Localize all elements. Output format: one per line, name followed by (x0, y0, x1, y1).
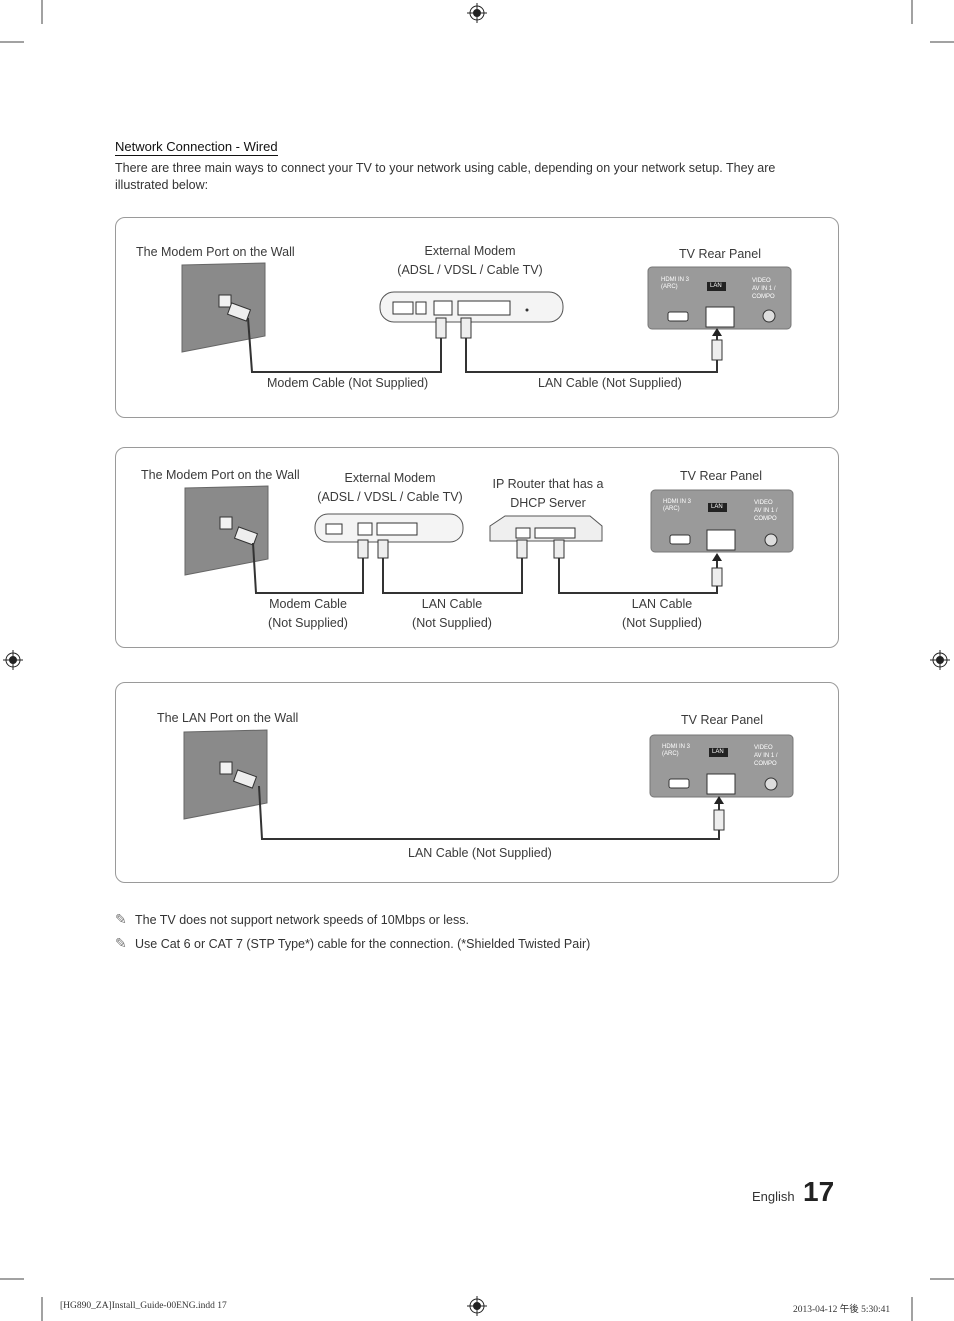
lan-cable-label-line1: LAN Cable (631, 597, 693, 611)
slug-right: 2013-04-12 午後 5:30:41 (793, 1305, 891, 1315)
registration-mark-icon (467, 3, 487, 23)
note-item: ✎ The TV does not support network speeds … (115, 911, 469, 928)
wall-label: The Modem Port on the Wall (136, 245, 295, 259)
modem-cable-label-line2: (Not Supplied) (268, 616, 348, 630)
modem-label-line1: External Modem (424, 244, 516, 258)
slug-left: [HG890_ZA]Install_Guide-00ENG.indd 17 (60, 1301, 227, 1311)
router-label-line1: IP Router that has a (492, 477, 604, 491)
modem-label-line1: External Modem (344, 471, 436, 485)
tv-hdmi-label: HDMI IN 3(ARC) (661, 277, 690, 290)
wall-label: The Modem Port on the Wall (141, 468, 300, 482)
footer-language: English (752, 1189, 795, 1204)
tv-rear-panel-label: TV Rear Panel (680, 469, 762, 483)
intro-paragraph: There are three main ways to connect you… (115, 161, 776, 192)
page-number: 17 (803, 1176, 835, 1207)
wall-label: The LAN Port on the Wall (157, 711, 299, 725)
modem-label-line2: (ADSL / VDSL / Cable TV) (317, 490, 463, 504)
modem-label-line2: (ADSL / VDSL / Cable TV) (397, 263, 543, 277)
tv-rear-panel-label: TV Rear Panel (679, 247, 761, 261)
section-title: Network Connection - Wired (115, 139, 278, 156)
tv-lan-label: LAN (712, 749, 724, 755)
lan-cable-label: LAN Cable (Not Supplied) (538, 376, 682, 390)
modem-cable-label: Modem Cable (Not Supplied) (267, 376, 429, 390)
tv-lan-label: LAN (710, 283, 722, 289)
tv-rear-panel-label: TV Rear Panel (681, 713, 763, 727)
lan-cable-label-line2: (Not Supplied) (412, 616, 492, 630)
tv-lan-label: LAN (711, 504, 723, 510)
router-label-line2: DHCP Server (510, 496, 586, 510)
tv-hdmi-label: HDMI IN 3(ARC) (663, 499, 692, 512)
lan-cable-label-line1: LAN Cable (421, 597, 483, 611)
note-text: The TV does not support network speeds o… (135, 913, 469, 927)
note-item: ✎ Use Cat 6 or CAT 7 (STP Type*) cable fo… (115, 935, 590, 952)
tv-hdmi-label: HDMI IN 3(ARC) (662, 744, 691, 757)
modem-cable-label-line1: Modem Cable (269, 597, 347, 611)
pencil-note-icon: ✎ (115, 935, 127, 951)
note-text: Use Cat 6 or CAT 7 (STP Type*) cable for… (135, 937, 591, 951)
lan-cable-label: LAN Cable (Not Supplied) (408, 846, 552, 860)
pencil-note-icon: ✎ (115, 911, 127, 927)
diagram-panel-3 (115, 682, 839, 883)
lan-cable-label-line2: (Not Supplied) (622, 616, 702, 630)
